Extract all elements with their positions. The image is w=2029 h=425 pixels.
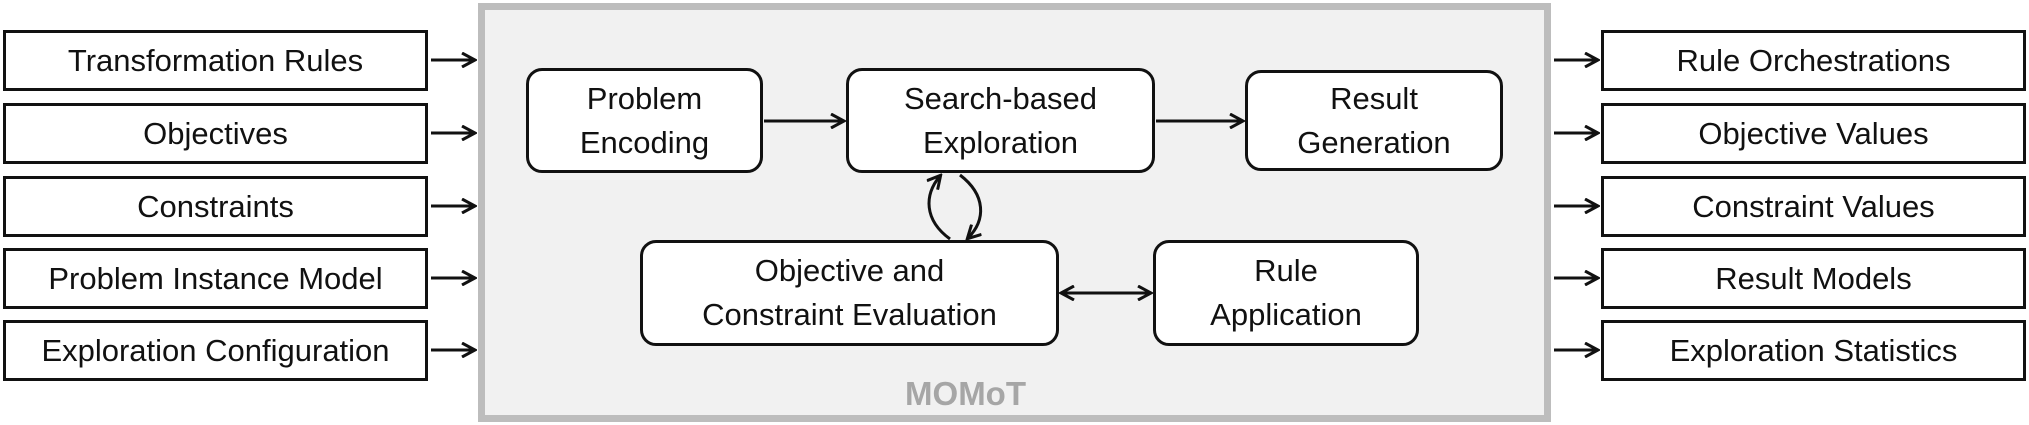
node-label-line: Generation bbox=[1297, 124, 1451, 160]
input-label: Problem Instance Model bbox=[48, 260, 383, 296]
momot-brand-label: MOMoT bbox=[905, 375, 1026, 412]
arrow-exploration-to-evaluation bbox=[959, 173, 982, 238]
node-rule-application: Rule Application bbox=[1153, 240, 1419, 346]
output-exploration-statistics: Exploration Statistics bbox=[1601, 320, 2026, 381]
input-objectives: Objectives bbox=[3, 103, 428, 164]
arrow-evaluation-to-exploration bbox=[929, 176, 951, 241]
input-label: Transformation Rules bbox=[67, 42, 364, 78]
node-label-line: Result bbox=[1330, 80, 1418, 116]
input-problem-instance-model: Problem Instance Model bbox=[3, 248, 428, 309]
output-label: Exploration Statistics bbox=[1669, 332, 1958, 368]
node-search-based-exploration: Search-based Exploration bbox=[846, 68, 1155, 173]
input-label: Constraints bbox=[137, 188, 294, 224]
output-constraint-values: Constraint Values bbox=[1601, 176, 2026, 237]
node-label-line: Encoding bbox=[579, 124, 710, 160]
output-label: Rule Orchestrations bbox=[1676, 42, 1951, 78]
node-label-line: Rule bbox=[1254, 253, 1318, 288]
output-objective-values: Objective Values bbox=[1601, 103, 2026, 164]
output-rule-orchestrations: Rule Orchestrations bbox=[1601, 30, 2026, 91]
node-label-line: Problem bbox=[586, 80, 703, 116]
output-label: Constraint Values bbox=[1692, 188, 1935, 224]
input-label: Objectives bbox=[143, 115, 288, 151]
node-problem-encoding: Problem Encoding bbox=[526, 68, 763, 173]
output-label: Result Models bbox=[1715, 260, 1912, 296]
input-transformation-rules: Transformation Rules bbox=[3, 30, 428, 91]
input-exploration-configuration: Exploration Configuration bbox=[3, 320, 428, 381]
node-label-line: Constraint Evaluation bbox=[702, 297, 997, 332]
node-objective-constraint-evaluation: Objective and Constraint Evaluation bbox=[640, 240, 1059, 346]
node-label-line: Application bbox=[1210, 297, 1362, 332]
node-label-line: Exploration bbox=[922, 124, 1079, 160]
input-constraints: Constraints bbox=[3, 176, 428, 237]
output-result-models: Result Models bbox=[1601, 248, 2026, 309]
input-label: Exploration Configuration bbox=[41, 332, 390, 368]
node-label-line: Objective and bbox=[754, 253, 945, 288]
output-label: Objective Values bbox=[1698, 115, 1929, 151]
node-result-generation: Result Generation bbox=[1245, 70, 1503, 171]
node-label-line: Search-based bbox=[903, 80, 1097, 116]
